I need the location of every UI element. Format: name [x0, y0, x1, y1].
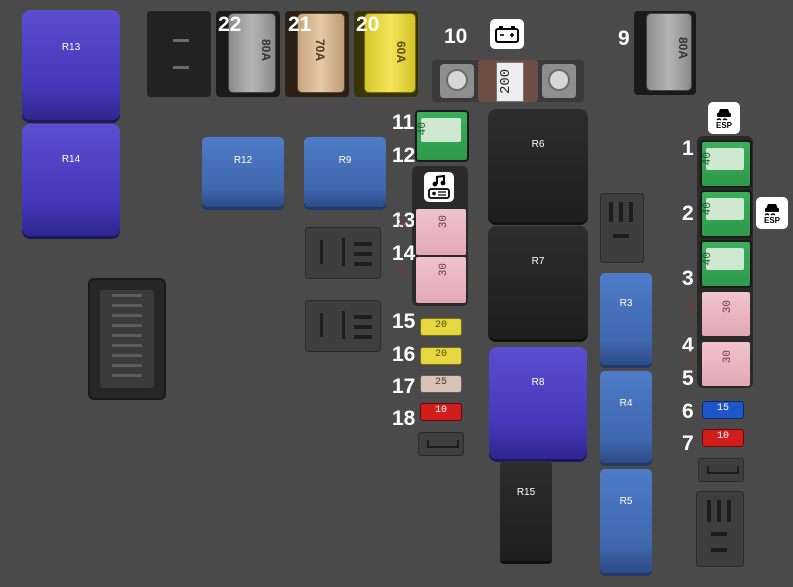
fuse-22-rating: 80A	[259, 39, 273, 62]
fuse-6: 15	[702, 401, 744, 419]
esp-traction-icon: ESP	[756, 197, 788, 229]
fuse-4: 30 30	[686, 290, 752, 338]
fuse-10-number: 10	[444, 25, 468, 48]
relay-r12: R12	[202, 137, 284, 207]
fuse-3-number: 3	[682, 267, 694, 290]
empty-slot	[305, 227, 381, 279]
relay-r15-label: R15	[516, 487, 536, 498]
fuse-7-number: 7	[682, 432, 694, 455]
fuse-18-number: 18	[392, 407, 416, 430]
fuse-20-number: 20	[356, 13, 380, 36]
fuse-7-rating: 10	[716, 431, 729, 442]
fuse-15-number: 15	[392, 310, 416, 333]
relay-r6: R6	[488, 109, 588, 222]
fuse-20: 60A	[354, 11, 418, 97]
fuse-15-rating: 20	[434, 320, 447, 331]
fuse-9-rating: 80A	[676, 37, 690, 60]
fuse-9: 80A	[634, 11, 696, 95]
fuse-17: 25	[420, 375, 462, 393]
fuse-16-rating: 20	[434, 349, 447, 360]
fuse-5-number: 5	[682, 367, 694, 390]
relay-r3: R3	[600, 273, 652, 365]
fuse-2-number: 2	[682, 202, 694, 225]
fuse-3-rating: 40	[702, 252, 714, 266]
relay-r5-label: R5	[619, 496, 633, 507]
fuse-2: 40	[700, 190, 752, 238]
empty-mini-slot	[418, 432, 464, 456]
fuse-1-number: 1	[682, 137, 694, 160]
fuse-14: 30 30	[398, 255, 468, 305]
fuse-5: 30 30	[686, 340, 752, 388]
fuse-1-rating: 40	[702, 152, 714, 166]
fuse-21-number: 21	[288, 13, 312, 36]
fuse-21-rating: 70A	[313, 39, 327, 62]
main-fuse-10: 200	[432, 60, 584, 102]
relay-r8: R8	[489, 347, 587, 459]
relay-r9-label: R9	[338, 155, 352, 166]
fuse-13-number: 13	[392, 209, 416, 232]
fuse-9-number: 9	[618, 27, 630, 50]
esp-badge-1-text: ESP	[715, 120, 732, 130]
fuse-18-rating: 10	[434, 405, 447, 416]
relay-r3-label: R3	[619, 298, 633, 309]
fuse-20-rating: 60A	[394, 41, 408, 64]
esp-badge-2-text: ESP	[763, 215, 780, 225]
relay-r13: R13	[22, 10, 120, 120]
fuse-6-number: 6	[682, 400, 694, 423]
fuse-16: 20	[420, 347, 462, 365]
empty-slot	[600, 193, 644, 263]
bolt-right-icon	[548, 69, 570, 91]
relay-r14-label: R14	[61, 154, 81, 165]
relay-r4-label: R4	[619, 398, 633, 409]
fuse-6-rating: 15	[716, 403, 729, 414]
fuse-10-rating: 200	[498, 68, 514, 94]
relay-r13-label: R13	[61, 42, 81, 53]
fuse-2-rating: 40	[702, 202, 714, 216]
relay-r12-label: R12	[233, 155, 253, 166]
fuse-15: 20	[420, 318, 462, 336]
fuse-17-number: 17	[392, 375, 416, 398]
fuse-22: 80A	[216, 11, 280, 97]
empty-slot	[696, 491, 744, 567]
relay-r7: R7	[488, 226, 588, 339]
fuse-17-rating: 25	[434, 377, 447, 388]
relay-r14: R14	[22, 124, 120, 236]
fuse-3: 40	[700, 240, 752, 288]
relay-r4: R4	[600, 371, 652, 463]
fuse-16-number: 16	[392, 343, 416, 366]
fuse-18: 10	[420, 403, 462, 421]
fuse-11-rating: 40	[417, 122, 429, 136]
connector-block	[88, 278, 166, 400]
esp-traction-icon: ESP	[708, 102, 740, 134]
fuse-11-number: 11	[392, 111, 415, 134]
empty-slot	[305, 300, 381, 352]
fuse-holder-black	[147, 11, 211, 97]
fuse-12-number: 12	[392, 144, 416, 167]
fuse-11: 40	[415, 110, 469, 162]
fuse-7: 10	[702, 429, 744, 447]
music-radio-icon	[424, 172, 454, 202]
fuse-14-number: 14	[392, 242, 416, 265]
fuse-4-number: 4	[682, 334, 694, 357]
relay-r7-label: R7	[531, 256, 545, 267]
fuse-13: 30 30	[398, 207, 468, 257]
battery-icon	[490, 19, 524, 49]
relay-r8-label: R8	[531, 377, 545, 388]
fuse-21: 70A	[285, 11, 349, 97]
fuse-22-number: 22	[218, 13, 242, 36]
relay-r6-label: R6	[531, 139, 545, 150]
relay-r5: R5	[600, 469, 652, 573]
fuse-1: 40	[700, 140, 752, 188]
relay-r9: R9	[304, 137, 386, 207]
bolt-left-icon	[446, 69, 468, 91]
empty-mini-slot	[698, 458, 744, 482]
relay-r15: R15	[500, 461, 552, 561]
